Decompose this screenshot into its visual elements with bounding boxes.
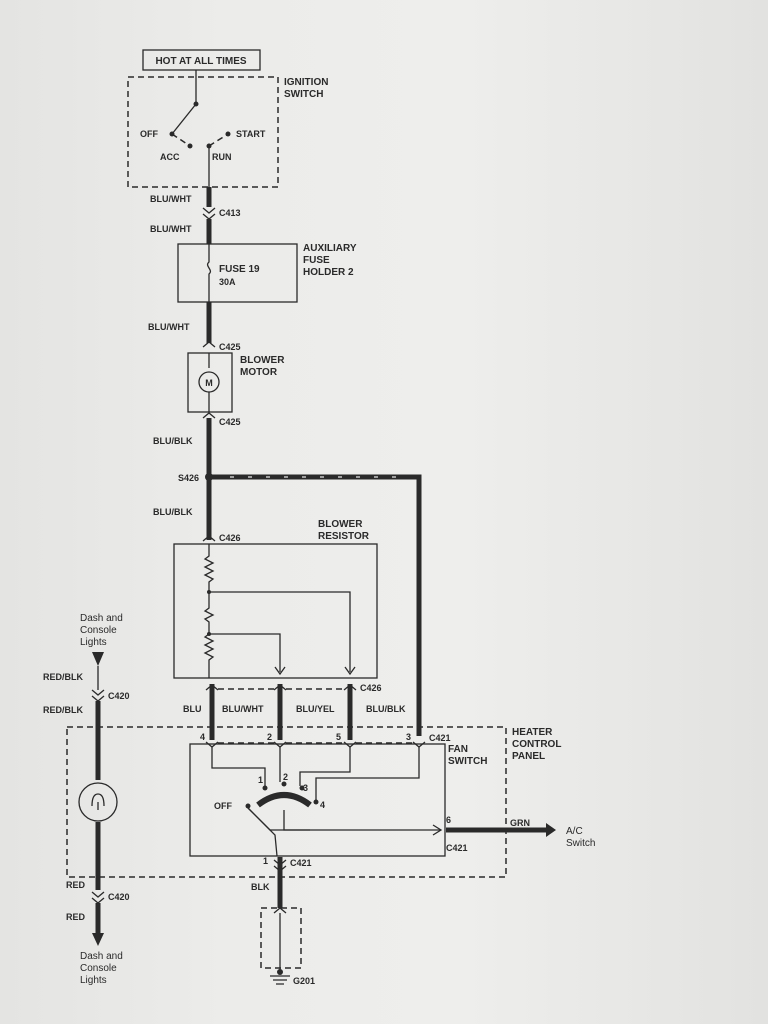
label-c425-top: C425 [219, 342, 241, 352]
dash-lights-arrow-top [92, 652, 104, 666]
ignition-title-2: SWITCH [284, 89, 323, 100]
auxiliary-fuse-holder-box [177, 243, 298, 303]
label-s426: S426 [178, 473, 199, 483]
label-blu-blk-2: BLU/BLK [153, 507, 193, 517]
pin-5-label: 5 [336, 732, 341, 742]
label-red-blk-1: RED/BLK [43, 672, 83, 682]
label-c426-bot: C426 [360, 683, 382, 693]
dash-bottom-line-3: Lights [80, 975, 107, 986]
label-grn: GRN [510, 818, 530, 828]
heater-panel-title-1: HEATER [512, 727, 553, 738]
resistor-coils [203, 544, 215, 678]
switch-pos-4: 4 [320, 800, 325, 810]
label-blu: BLU [183, 704, 202, 714]
label-blu-blk-3: BLU/BLK [366, 704, 406, 714]
dash-lights-arrow-bottom [92, 933, 104, 946]
fan-switch-box [189, 743, 446, 857]
fuse-holder-title-3: HOLDER 2 [303, 267, 354, 278]
label-blu-wht-1: BLU/WHT [150, 194, 192, 204]
heater-control-panel-box [66, 726, 507, 878]
ground-symbol-g201 [270, 975, 290, 985]
label-c420-top: C420 [108, 691, 130, 701]
label-c420-bot: C420 [108, 892, 130, 902]
label-c421-bot: C421 [290, 858, 312, 868]
label-red-blk-2: RED/BLK [43, 705, 83, 715]
ignition-run-label: RUN [212, 152, 232, 162]
connector-c413 [202, 207, 216, 220]
ignition-switch-box [127, 76, 279, 188]
dash-bottom-line-2: Console [80, 963, 117, 974]
fuse-label: FUSE 19 [219, 264, 260, 275]
label-blu-wht-4: BLU/WHT [222, 704, 264, 714]
heater-panel-title-3: PANEL [512, 751, 545, 762]
label-blu-wht-3: BLU/WHT [148, 322, 190, 332]
ac-switch-label-2: Switch [566, 838, 595, 849]
fan-switch-off-label: OFF [214, 801, 232, 811]
pin-1-label: 1 [263, 856, 268, 866]
label-blu-yel: BLU/YEL [296, 704, 335, 714]
motor-symbol-label: M [205, 378, 213, 388]
label-c426-top: C426 [219, 533, 241, 543]
dash-top-line-1: Dash and [80, 613, 123, 624]
ignition-start-label: START [236, 129, 266, 139]
dash-bottom-line-1: Dash and [80, 951, 123, 962]
label-red-1: RED [66, 880, 86, 890]
fuse-rating-label: 30A [219, 277, 236, 287]
ground-dashed-box [260, 907, 302, 969]
fan-switch-title-1: FAN [448, 744, 468, 755]
blower-motor-title-1: BLOWER [240, 355, 285, 366]
heater-panel-title-2: CONTROL [512, 739, 561, 750]
panel-lamp-symbol [78, 782, 118, 822]
blower-motor-title-2: MOTOR [240, 367, 278, 378]
label-blu-blk-1: BLU/BLK [153, 436, 193, 446]
pin-4-label: 4 [200, 732, 205, 742]
ignition-off-label: OFF [140, 129, 158, 139]
blower-motor-box [187, 352, 233, 413]
pin-2-label: 2 [267, 732, 272, 742]
ignition-title-1: IGNITION [284, 77, 328, 88]
switch-pos-3: 3 [303, 783, 308, 793]
fuse-holder-title-1: AUXILIARY [303, 243, 357, 254]
label-c421-right: C421 [446, 843, 468, 853]
label-c421-top: C421 [429, 733, 451, 743]
hot-at-all-times-label: HOT AT ALL TIMES [155, 56, 246, 67]
ac-switch-label-1: A/C [566, 826, 583, 837]
label-blu-wht-2: BLU/WHT [150, 224, 192, 234]
fuse-holder-title-2: FUSE [303, 255, 330, 266]
hot-at-all-times-box [142, 49, 261, 71]
label-c425-bot: C425 [219, 417, 241, 427]
label-red-2: RED [66, 912, 86, 922]
switch-pos-2: 2 [283, 772, 288, 782]
wire-blu-blk-bypass [209, 474, 422, 736]
pin-6-label: 6 [446, 815, 451, 825]
dash-top-line-2: Console [80, 625, 117, 636]
pin-3-label: 3 [406, 732, 411, 742]
label-blk: BLK [251, 882, 270, 892]
blower-resistor-title-2: RESISTOR [318, 531, 370, 542]
dash-top-line-3: Lights [80, 637, 107, 648]
fan-switch-wiper [256, 792, 312, 808]
fan-switch-title-2: SWITCH [448, 756, 487, 767]
label-g201: G201 [293, 976, 315, 986]
label-c413: C413 [219, 208, 241, 218]
ignition-switch-lever [171, 103, 197, 135]
blower-resistor-box [173, 543, 378, 679]
fuse-19-symbol [206, 244, 212, 302]
ignition-acc-label: ACC [160, 152, 180, 162]
blower-resistor-title-1: BLOWER [318, 519, 363, 530]
switch-pos-1: 1 [258, 775, 263, 785]
